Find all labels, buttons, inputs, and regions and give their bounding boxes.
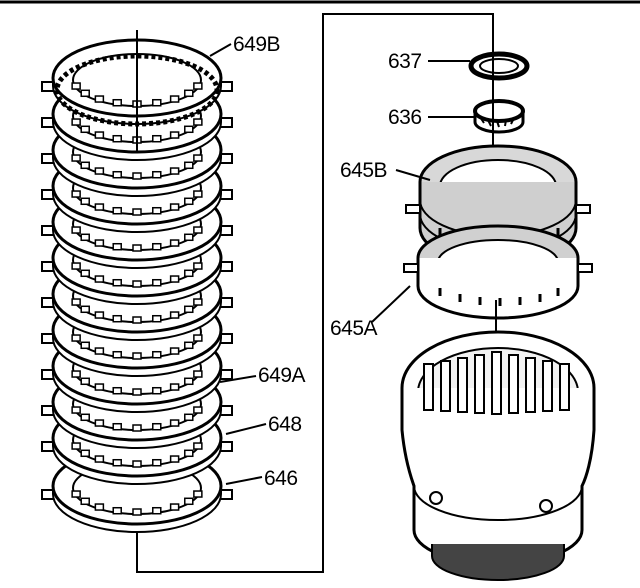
part-label-645b: 645B (340, 159, 388, 182)
part-label-649b: 649B (233, 33, 281, 56)
leader-645b (395, 169, 431, 181)
part-label-648: 648 (268, 413, 302, 436)
drum-spline-slot (559, 363, 570, 411)
drum-spline-slot (542, 360, 553, 412)
part-label-636: 636 (388, 106, 422, 129)
drum-spline-slot (440, 360, 451, 412)
part-label-645a: 645A (330, 317, 378, 340)
clutch-drum-housing (400, 330, 596, 581)
thrust-washer-637 (468, 51, 530, 81)
drum-spline-slot (491, 351, 502, 415)
part-label-646: 646 (264, 467, 298, 490)
drum-spline-slot (525, 357, 536, 413)
assembly-connector-line (136, 13, 494, 573)
drum-spline-slot (457, 357, 468, 413)
leader-649b (209, 43, 232, 57)
clutch-pack-645a (403, 224, 593, 320)
leader-648 (225, 423, 267, 435)
thrust-bearing-636 (473, 99, 525, 134)
part-label-649a: 649A (258, 364, 306, 387)
drum-spline-slot (423, 363, 434, 411)
drum-spline-slot (474, 354, 485, 414)
leader-649a (219, 375, 257, 383)
leader-646 (225, 476, 263, 485)
leader-lines (209, 43, 474, 485)
leader-645a (371, 285, 411, 323)
part-label-637: 637 (388, 50, 422, 73)
drum-spline-slot (508, 354, 519, 414)
